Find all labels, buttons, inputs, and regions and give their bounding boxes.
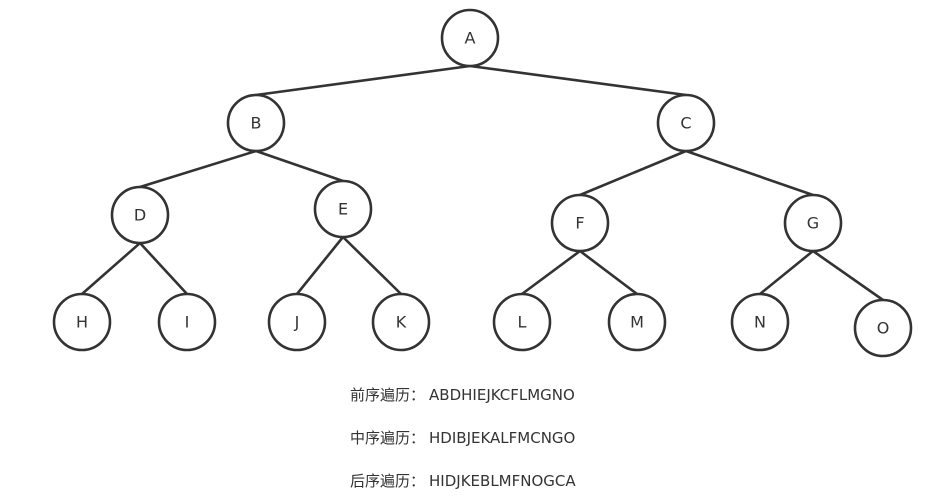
edge-d-i bbox=[138, 241, 189, 296]
tree-node-d: D bbox=[110, 185, 170, 245]
traversal-separator: ： bbox=[410, 429, 426, 447]
edge-e-j bbox=[295, 235, 345, 296]
node-label: O bbox=[877, 319, 890, 338]
edge-g-o bbox=[811, 249, 885, 302]
node-label: K bbox=[396, 313, 407, 332]
traversal-sequence: HDIBJEKALFMCNGO bbox=[429, 429, 576, 447]
node-circle bbox=[783, 193, 843, 253]
postorder-traversal: 后序遍历：HIDJKEBLMFNOGCA bbox=[350, 470, 576, 491]
node-label: F bbox=[575, 214, 584, 233]
edge-f-l bbox=[520, 249, 582, 296]
edge-g-n bbox=[758, 249, 815, 296]
tree-node-j: J bbox=[267, 292, 327, 352]
tree-node-i: I bbox=[157, 292, 217, 352]
edge-b-d bbox=[138, 149, 258, 189]
node-circle bbox=[607, 292, 667, 352]
edge-c-g bbox=[684, 149, 815, 197]
edge-c-f bbox=[578, 149, 688, 197]
node-circle bbox=[157, 292, 217, 352]
node-circle bbox=[371, 292, 431, 352]
traversal-label: 前序遍历 bbox=[350, 386, 411, 404]
inorder-traversal: 中序遍历：HDIBJEKALFMCNGO bbox=[350, 427, 575, 448]
node-label: C bbox=[680, 114, 691, 133]
node-circle bbox=[730, 292, 790, 352]
node-circle bbox=[226, 93, 286, 153]
tree-node-a: A bbox=[440, 8, 500, 68]
binary-tree-diagram: A B C D E F G H I J K L M N O bbox=[52, 8, 913, 358]
tree-edges bbox=[80, 64, 885, 302]
node-label: M bbox=[630, 313, 644, 332]
traversal-separator: ： bbox=[410, 386, 426, 404]
traversal-sequence: ABDHIEJKCFLMGNO bbox=[429, 386, 575, 404]
tree-nodes: A B C D E F G H I J K L M N O bbox=[52, 8, 913, 358]
node-circle bbox=[440, 8, 500, 68]
node-label: G bbox=[807, 214, 819, 233]
tree-node-l: L bbox=[492, 292, 552, 352]
edge-a-b bbox=[254, 64, 472, 97]
node-label: L bbox=[518, 313, 527, 332]
node-circle bbox=[313, 179, 373, 239]
tree-node-o: O bbox=[853, 298, 913, 358]
tree-node-c: C bbox=[656, 93, 716, 153]
edge-a-c bbox=[468, 64, 688, 97]
node-label: E bbox=[338, 200, 348, 219]
tree-node-e: E bbox=[313, 179, 373, 239]
tree-node-g: G bbox=[783, 193, 843, 253]
edge-f-m bbox=[578, 249, 639, 296]
traversal-label: 后序遍历 bbox=[350, 472, 411, 490]
node-label: D bbox=[134, 206, 146, 225]
node-label: B bbox=[251, 114, 262, 133]
node-circle bbox=[492, 292, 552, 352]
node-circle bbox=[550, 193, 610, 253]
traversal-sequence: HIDJKEBLMFNOGCA bbox=[429, 472, 576, 490]
traversal-separator: ： bbox=[410, 472, 426, 490]
traversal-label: 中序遍历 bbox=[350, 429, 411, 447]
node-label: J bbox=[294, 313, 300, 332]
node-label: N bbox=[754, 313, 766, 332]
node-circle bbox=[110, 185, 170, 245]
node-circle bbox=[853, 298, 913, 358]
preorder-traversal: 前序遍历：ABDHIEJKCFLMGNO bbox=[350, 384, 575, 405]
tree-node-m: M bbox=[607, 292, 667, 352]
node-label: A bbox=[465, 29, 476, 48]
node-label: I bbox=[185, 313, 190, 332]
tree-node-f: F bbox=[550, 193, 610, 253]
tree-node-k: K bbox=[371, 292, 431, 352]
edge-d-h bbox=[80, 241, 142, 296]
node-circle bbox=[267, 292, 327, 352]
edge-e-k bbox=[341, 235, 403, 296]
edge-b-e bbox=[254, 149, 345, 183]
tree-node-n: N bbox=[730, 292, 790, 352]
node-label: H bbox=[76, 313, 88, 332]
node-circle bbox=[656, 93, 716, 153]
tree-node-b: B bbox=[226, 93, 286, 153]
tree-node-h: H bbox=[52, 292, 112, 352]
node-circle bbox=[52, 292, 112, 352]
